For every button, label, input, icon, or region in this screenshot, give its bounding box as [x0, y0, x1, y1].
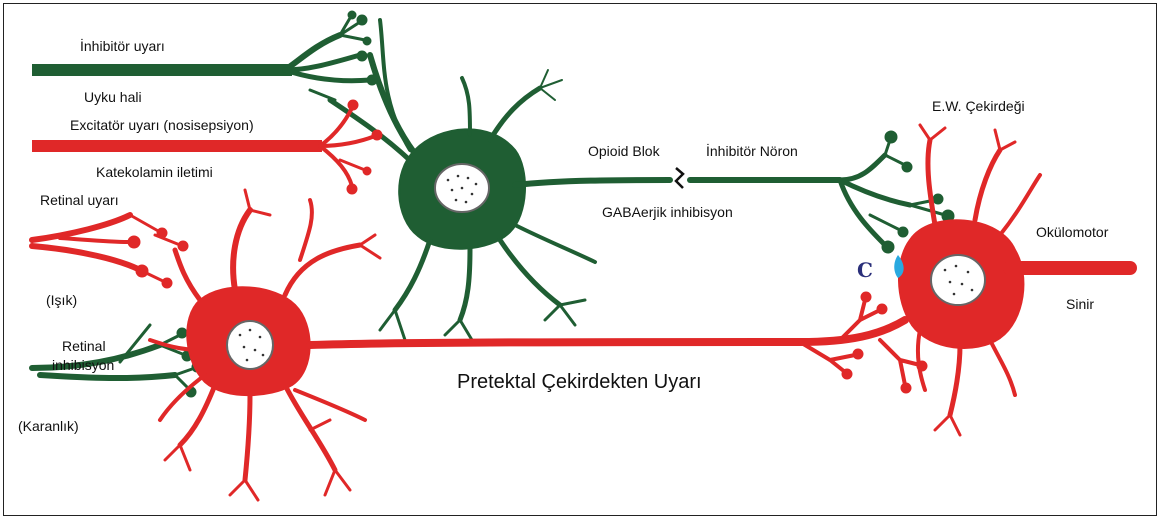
label-catecholamine: Katekolamin iletimi	[96, 164, 213, 180]
label-pretectal: Pretektal Çekirdekten Uyarı	[457, 371, 702, 393]
label-nerve: Sinir	[1066, 296, 1094, 312]
label-sleep-state: Uyku hali	[84, 89, 142, 105]
green-axon	[515, 180, 670, 185]
label-opioid-block: Opioid Blok	[588, 143, 660, 159]
label-light: (Işık)	[46, 292, 77, 308]
label-excitatory-stimulus: Excitatör uyarı (nosisepsiyon)	[70, 117, 254, 133]
excitatory-input-axon	[32, 140, 322, 152]
label-ew-nucleus: E.W. Çekirdeği	[932, 98, 1025, 114]
pretectal-nucleus	[227, 321, 273, 369]
label-oculomotor: Okülomotor	[1036, 224, 1108, 240]
label-retinal-inhibition-1: Retinal	[62, 338, 106, 354]
label-inhibitor-neuron: İnhibitör Nöron	[706, 143, 798, 159]
label-c-mark: C	[857, 258, 873, 282]
label-darkness: (Karanlık)	[18, 418, 79, 434]
opioid-block-icon	[676, 168, 683, 188]
inhibitor-input-axon	[32, 64, 292, 76]
label-gaba-inhibition: GABAerjik inhibisyon	[602, 204, 733, 220]
ew-nucleus-body	[931, 255, 985, 305]
label-retinal-inhibition-2: inhibisyon	[52, 357, 114, 373]
label-inhibitor-stimulus: İnhibitör uyarı	[80, 38, 165, 54]
label-retinal-stimulus: Retinal uyarı	[40, 192, 119, 208]
